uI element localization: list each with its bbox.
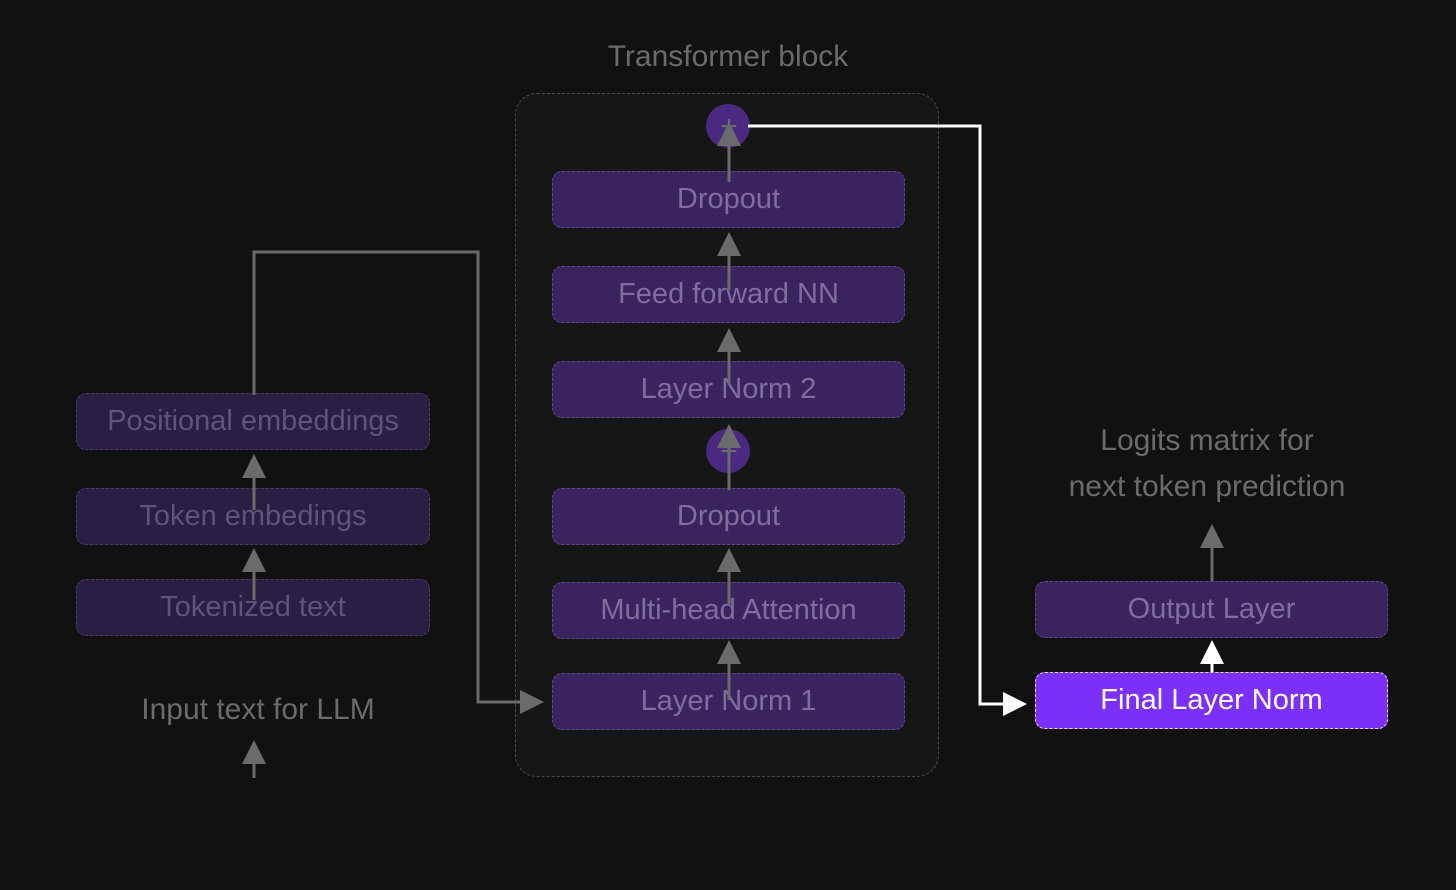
feed-forward-box: Feed forward NN	[552, 266, 905, 323]
tokenized-text-box: Tokenized text	[76, 579, 430, 636]
transformer-block-title: Transformer block	[607, 40, 849, 73]
dropout-box-2: Dropout	[552, 171, 905, 228]
dropout-box-1: Dropout	[552, 488, 905, 545]
residual-add-node-top	[706, 104, 750, 148]
positional-embeddings-box: Positional embeddings	[76, 393, 430, 450]
layer-norm-2-box: Layer Norm 2	[552, 361, 905, 418]
input-text-caption: Input text for LLM	[141, 693, 375, 726]
layer-norm-1-box: Layer Norm 1	[552, 673, 905, 730]
final-layer-norm-box: Final Layer Norm	[1035, 672, 1388, 729]
logits-caption-line-1: Logits matrix for	[1100, 424, 1314, 457]
logits-caption-line-2: next token prediction	[1068, 470, 1346, 503]
output-layer-box: Output Layer	[1035, 581, 1388, 638]
residual-add-node-middle	[706, 429, 750, 473]
logits-caption: Logits matrix for next token prediction	[1069, 418, 1346, 510]
multi-head-attention-box: Multi-head Attention	[552, 582, 905, 639]
token-embeddings-box: Token embedings	[76, 488, 430, 545]
